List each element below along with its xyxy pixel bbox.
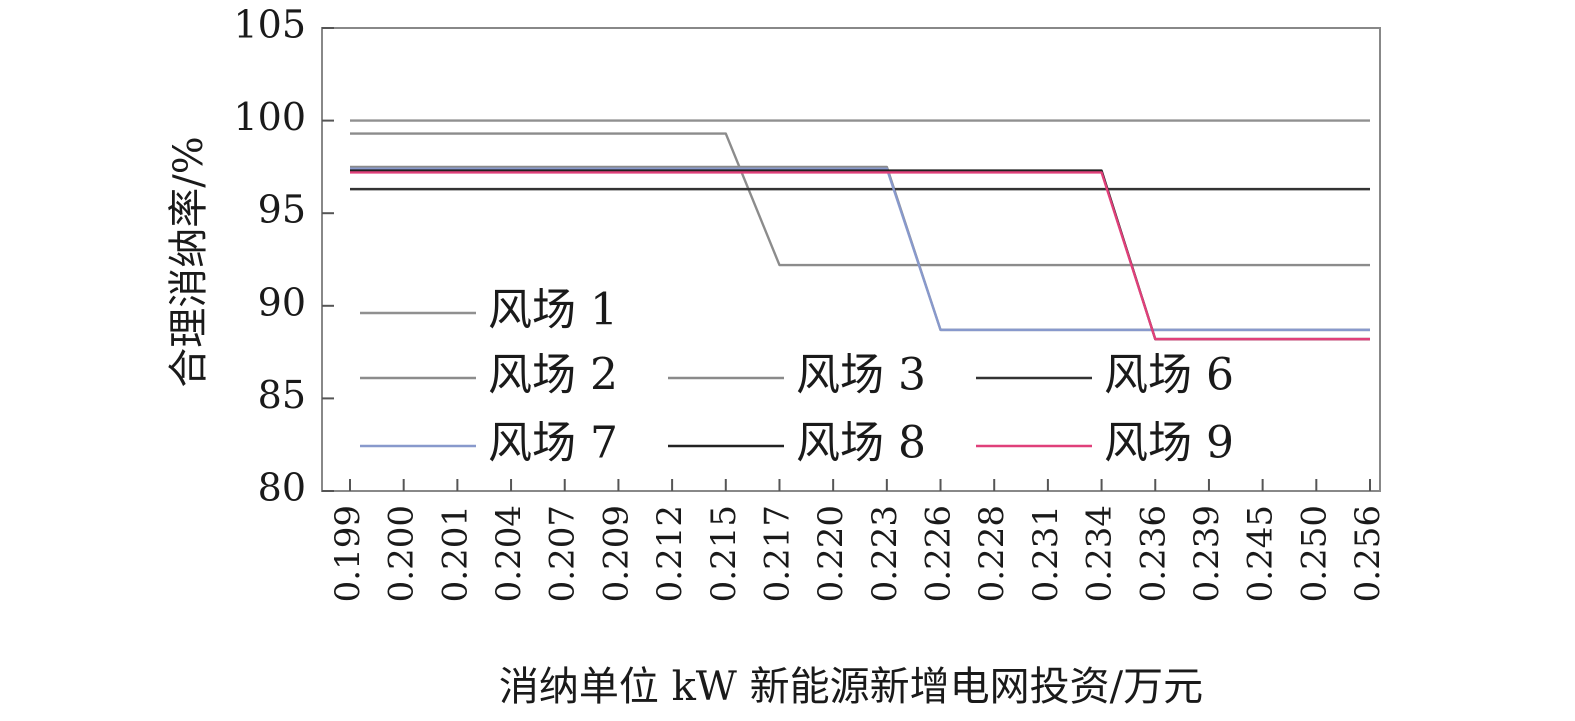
plot-area-frame <box>321 27 1381 492</box>
x-tick-label: 0.250 <box>1294 505 1334 602</box>
legend-label: 风场 3 <box>796 350 926 401</box>
x-tick-label: 0.226 <box>919 505 959 602</box>
x-tick-label: 0.217 <box>757 505 797 602</box>
x-axis-title: 消纳单位 kW 新能源新增电网投资/万元 <box>499 664 1203 710</box>
y-tick-label: 90 <box>258 280 306 324</box>
legend-label: 风场 9 <box>1104 418 1234 469</box>
series-line-2 <box>350 132 1370 267</box>
y-tick-label: 105 <box>233 3 306 47</box>
x-tick-label: 0.212 <box>650 505 690 602</box>
x-tick-label: 0.228 <box>972 505 1012 602</box>
legend-label: 风场 2 <box>488 350 618 401</box>
y-tick-label: 80 <box>258 466 306 510</box>
legend: 风场 1 风场 2 风场 3 风场 6 风场 7 风场 8 风场 9 <box>360 285 1234 469</box>
series-layer <box>350 119 1370 341</box>
x-tick-label: 0.223 <box>865 505 905 602</box>
x-tick-label: 0.220 <box>811 505 851 602</box>
x-tick-label: 0.256 <box>1348 505 1388 602</box>
y-tick-label: 95 <box>258 188 306 232</box>
x-tick-label: 0.201 <box>435 505 475 602</box>
x-tick-label: 0.207 <box>543 505 583 602</box>
y-tick-label: 85 <box>258 373 306 417</box>
legend-item: 风场 3 <box>668 350 926 401</box>
x-tick-label: 0.209 <box>596 505 636 602</box>
y-axis-title: 合理消纳率/% <box>166 136 212 387</box>
legend-label: 风场 8 <box>796 418 926 469</box>
axis-layer: 80 85 90 95 100 105 0.199 0.200 0.201 0.204 0.207 0… <box>233 3 1388 603</box>
x-tick-label: 0.245 <box>1241 505 1281 602</box>
series-line-7 <box>350 171 1370 341</box>
legend-item: 风场 9 <box>976 418 1234 469</box>
x-tick-label: 0.231 <box>1026 505 1066 602</box>
legend-item: 风场 1 <box>360 285 618 336</box>
y-tick-label: 100 <box>233 95 306 139</box>
x-tick-label: 0.199 <box>328 505 368 602</box>
x-tick-label: 0.234 <box>1080 505 1120 602</box>
legend-item: 风场 7 <box>360 418 618 469</box>
x-tick-label: 0.239 <box>1187 505 1227 602</box>
series-line-5 <box>350 167 1370 332</box>
x-tick-label: 0.236 <box>1133 505 1173 602</box>
legend-label: 风场 1 <box>488 285 618 336</box>
x-tick-label: 0.215 <box>704 505 744 602</box>
x-tick-label: 0.200 <box>382 505 422 602</box>
legend-item: 风场 6 <box>976 350 1234 401</box>
legend-label: 风场 7 <box>488 418 618 469</box>
legend-item: 风场 8 <box>668 418 926 469</box>
legend-item: 风场 2 <box>360 350 618 401</box>
x-tick-label: 0.204 <box>489 505 529 602</box>
legend-label: 风场 6 <box>1104 350 1234 401</box>
